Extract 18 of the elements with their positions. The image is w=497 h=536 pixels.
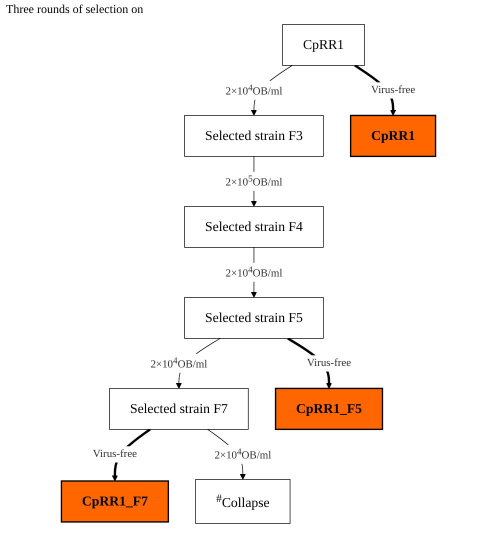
- node-box: CpRR1_F5: [274, 388, 384, 430]
- edge-label: Virus-free: [92, 448, 138, 460]
- node-box: CpRR1: [350, 114, 436, 158]
- node-box: Selected strain F4: [184, 206, 324, 248]
- edge-label: Virus-free: [306, 357, 352, 369]
- note-text: Three rounds of selection on: [6, 2, 144, 17]
- node-box: CpRR1: [282, 24, 365, 66]
- edge-label: 2×10$^{4}$OB/ml: [226, 82, 282, 98]
- edge-label: 2×10$^{4}$OB/ml: [150, 355, 208, 370]
- edge-label: 2×10$^{4}$OB/ml: [226, 264, 282, 280]
- edge-label: 2×10$^{4}$OB/ml: [214, 446, 272, 462]
- node-box: $^{#}$Collapse: [195, 479, 290, 524]
- node-box: Selected strain F5: [184, 297, 324, 339]
- node-box: CpRR1_F7: [60, 480, 170, 523]
- edge-label: Virus-free: [370, 84, 416, 96]
- edge-label: 2×10$^{5}$OB/ml: [226, 173, 282, 188]
- node-box: Selected strain F7: [109, 388, 249, 430]
- node-box: Selected strain F3: [184, 115, 324, 157]
